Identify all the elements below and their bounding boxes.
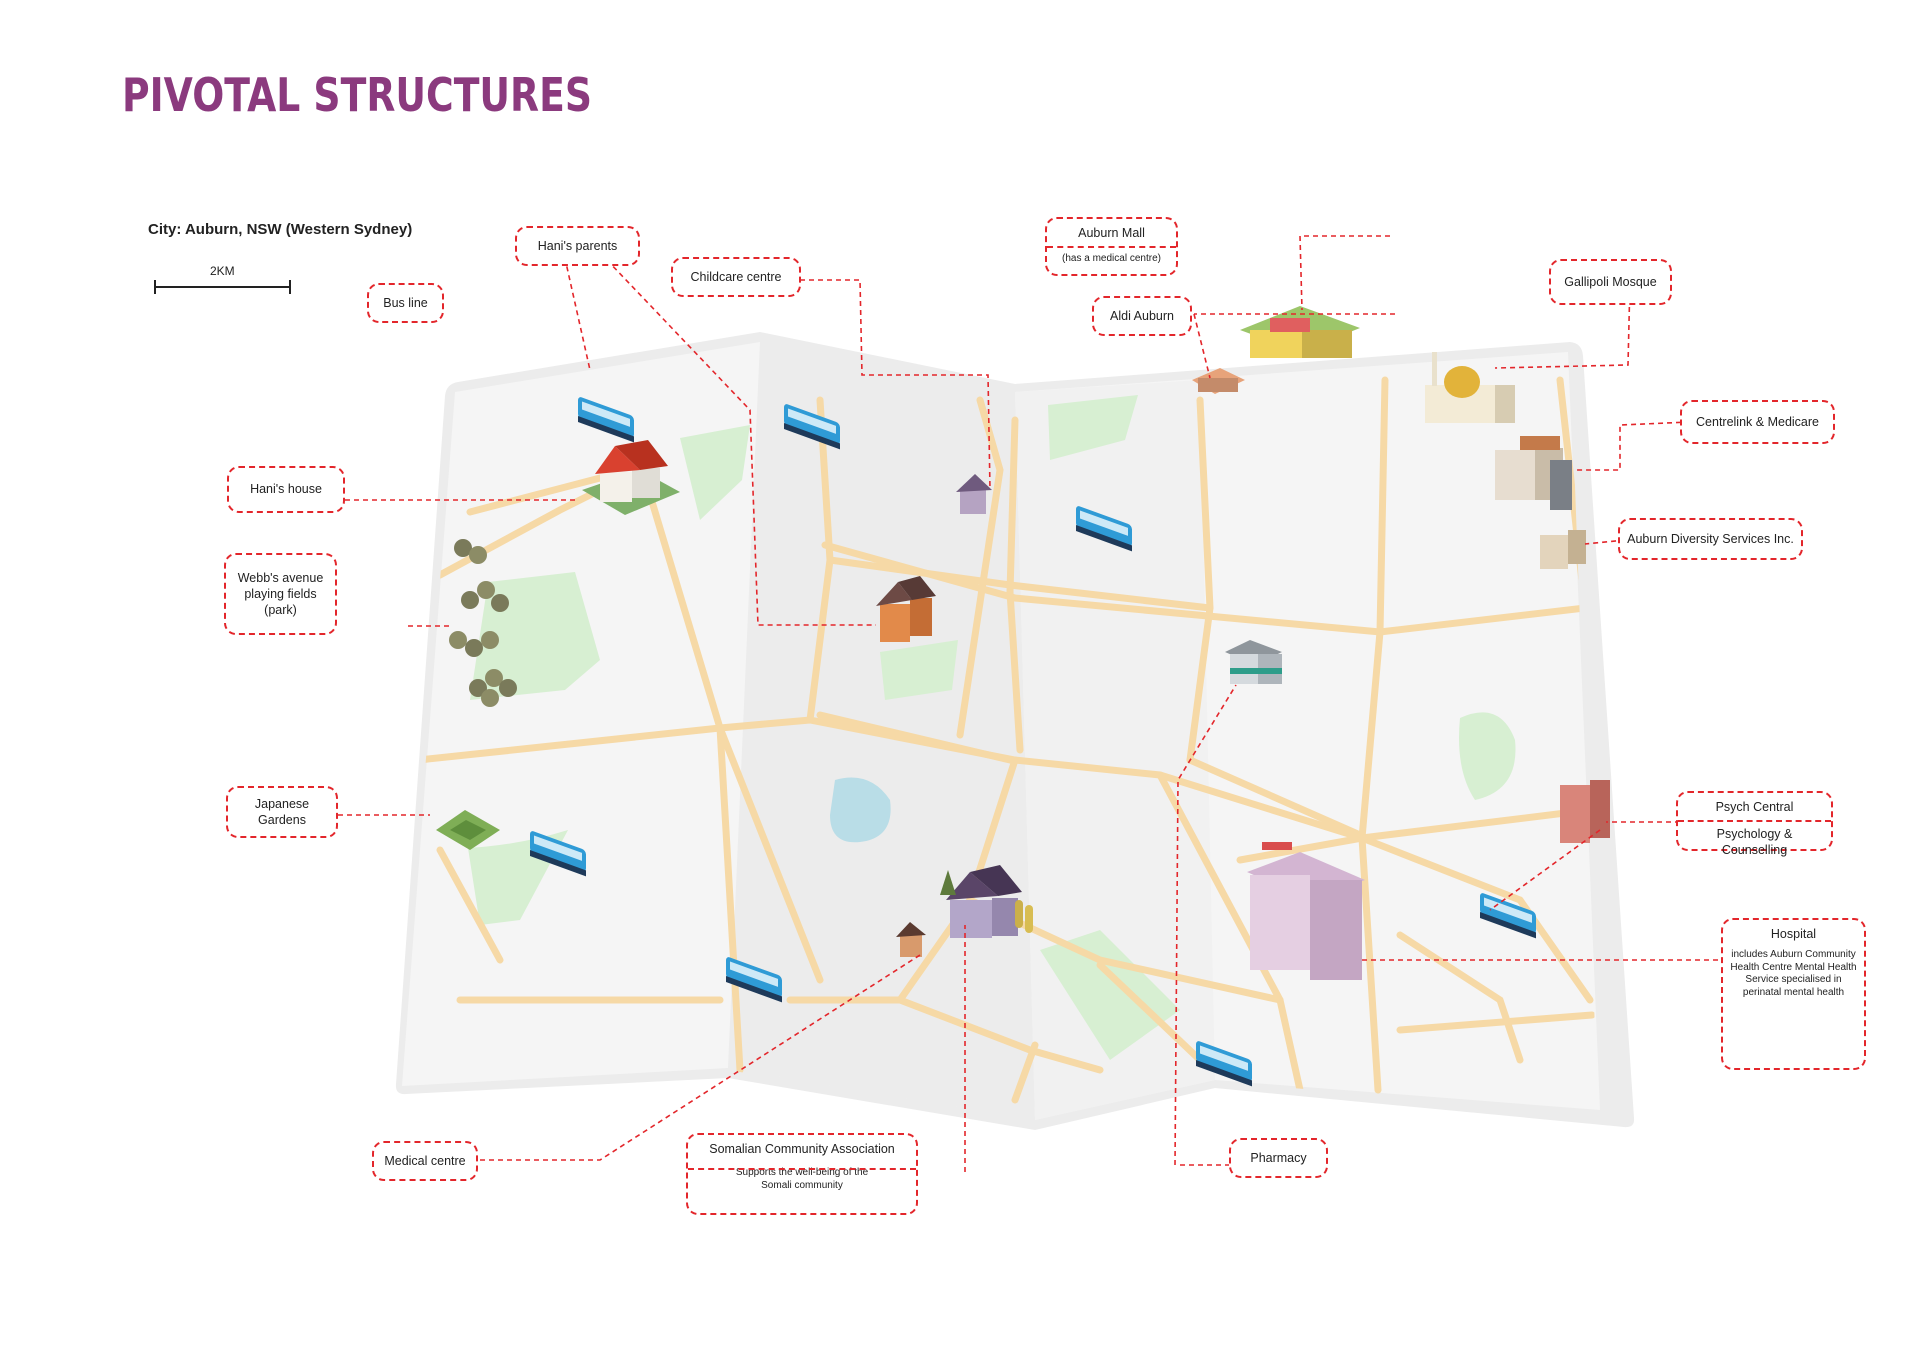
callout-hanis-house: Hani's house bbox=[227, 466, 345, 513]
parks bbox=[468, 395, 1516, 1060]
office-building-icon bbox=[1540, 530, 1586, 569]
hospital-icon bbox=[1247, 842, 1365, 980]
house-icon bbox=[582, 440, 680, 515]
house-icon bbox=[896, 865, 1022, 957]
callout-auburn-mall: Auburn Mall(has a medical centre) bbox=[1045, 217, 1178, 276]
mall-icon bbox=[1240, 306, 1360, 358]
callout-childcare: Childcare centre bbox=[671, 257, 801, 297]
callout-hanis-parents: Hani's parents bbox=[515, 226, 640, 266]
callout-gallipoli: Gallipoli Mosque bbox=[1549, 259, 1672, 305]
scale-bar bbox=[154, 280, 291, 294]
callout-webbs-avenue: Webb's avenue playing fields (park) bbox=[224, 553, 337, 635]
scale-label: 2KM bbox=[210, 264, 235, 278]
tree-icon bbox=[449, 539, 517, 707]
lake bbox=[830, 777, 891, 843]
callout-bus-line: Bus line bbox=[367, 283, 444, 323]
shop-icon bbox=[1192, 368, 1245, 394]
shop-icon bbox=[1225, 640, 1282, 684]
city-label: City: Auburn, NSW (Western Sydney) bbox=[148, 221, 413, 238]
leader-lines bbox=[338, 235, 1727, 1172]
roads bbox=[400, 376, 1596, 1104]
office-building-icon bbox=[1560, 780, 1610, 843]
callout-centrelink: Centrelink & Medicare bbox=[1680, 400, 1835, 444]
bus-icon bbox=[530, 397, 1536, 1087]
maze-garden-icon bbox=[436, 810, 500, 850]
callout-aldi: Aldi Auburn bbox=[1092, 296, 1192, 336]
page-title: PIVOTAL STRUCTURES bbox=[122, 68, 593, 122]
tree-icon bbox=[940, 870, 1033, 933]
callout-japanese-gardens: Japanese Gardens bbox=[226, 786, 338, 838]
mosque-icon bbox=[1425, 352, 1515, 423]
house-icon bbox=[876, 474, 992, 642]
callout-divider bbox=[688, 1168, 916, 1170]
callout-pharmacy: Pharmacy bbox=[1229, 1138, 1328, 1178]
callout-diversity: Auburn Diversity Services Inc. bbox=[1618, 518, 1803, 560]
office-building-icon bbox=[1495, 436, 1572, 510]
callout-medical-centre: Medical centre bbox=[372, 1141, 478, 1181]
